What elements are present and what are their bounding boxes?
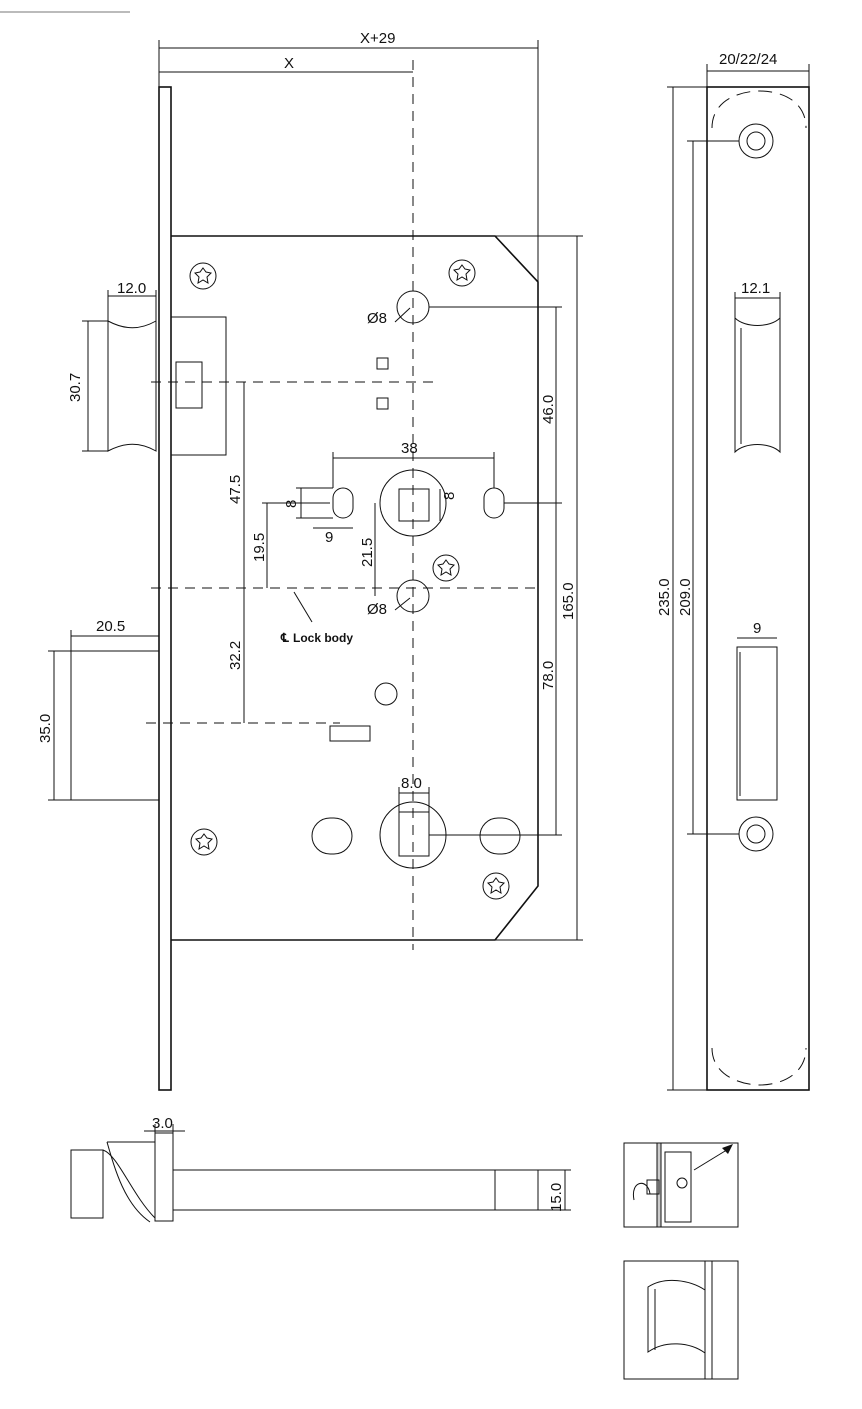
dim-78: 78.0 [540, 661, 557, 690]
small-hole [374, 682, 398, 706]
screw-icon [189, 262, 217, 290]
slot-right-bottom [479, 817, 521, 855]
dim-x: X [284, 55, 294, 72]
dim-21-5: 21.5 [359, 538, 376, 567]
dim-latch-height: 30.7 [67, 373, 84, 402]
spindle-square [398, 488, 430, 522]
slot-left [332, 487, 354, 519]
dim-235: 235.0 [656, 578, 673, 616]
dimension-texts: X+29 X 20/22/24 12.0 30.7 Ø8 46.0 38 47.… [37, 30, 777, 1212]
square-hole [376, 397, 389, 410]
dim-38: 38 [401, 440, 418, 457]
faceplate-side-view [667, 64, 810, 1091]
dim-47-5: 47.5 [227, 475, 244, 504]
dim-x-plus-29: X+29 [360, 30, 395, 47]
dim-8-0: 8.0 [401, 775, 422, 792]
installation-illustration [623, 1142, 739, 1228]
bolt-top-view [70, 1124, 571, 1223]
dim-32-2: 32.2 [227, 641, 244, 670]
dim-9: 9 [325, 529, 333, 546]
dim-deadbolt-width: 20.5 [96, 618, 125, 635]
dim-19-5: 19.5 [251, 533, 268, 562]
screw-icon [482, 872, 510, 900]
screw-icon [190, 828, 218, 856]
bolt-window [736, 646, 778, 801]
slot-right [483, 487, 505, 519]
lock-body-label: Lock body [293, 631, 353, 645]
slot-rect [329, 725, 371, 742]
dim-8-spindle: 8 [441, 492, 458, 500]
dim-15: 15.0 [548, 1183, 565, 1212]
latch-window [734, 316, 781, 454]
lock-front-view [70, 60, 539, 1091]
dim-8-slot: 8 [283, 500, 300, 508]
dim-strike-bolt: 9 [753, 620, 761, 637]
dim-3-0: 3.0 [152, 1115, 173, 1132]
dim-46: 46.0 [540, 395, 557, 424]
deadbolt [70, 650, 160, 801]
square-hole [376, 357, 389, 370]
cylinder-cam [398, 811, 430, 857]
screw-icon [432, 554, 460, 582]
screw-hole-bottom [738, 816, 774, 852]
dim-strike-latch: 12.1 [741, 280, 770, 297]
dim-latch-width: 12.0 [117, 280, 146, 297]
dim-hole-top: Ø8 [367, 310, 387, 327]
dim-faceplate-thickness: 20/22/24 [719, 51, 777, 68]
lock-case-outline [171, 235, 539, 941]
screw-hole-top [738, 123, 774, 159]
dim-deadbolt-height: 35.0 [37, 714, 54, 743]
latch-illustration [623, 1260, 739, 1380]
latch-bolt [107, 316, 227, 456]
dim-hole-mid: Ø8 [367, 601, 387, 618]
lock-body-centerline-symbol: ℄ [280, 631, 289, 645]
dim-165: 165.0 [560, 582, 577, 620]
dim-209: 209.0 [677, 578, 694, 616]
bolt-body [172, 1169, 539, 1211]
faceplate [706, 86, 810, 1091]
slot-left-bottom [311, 817, 353, 855]
bolt-flange [154, 1132, 174, 1222]
dimension-lines [48, 40, 583, 941]
screw-icon [448, 259, 476, 287]
